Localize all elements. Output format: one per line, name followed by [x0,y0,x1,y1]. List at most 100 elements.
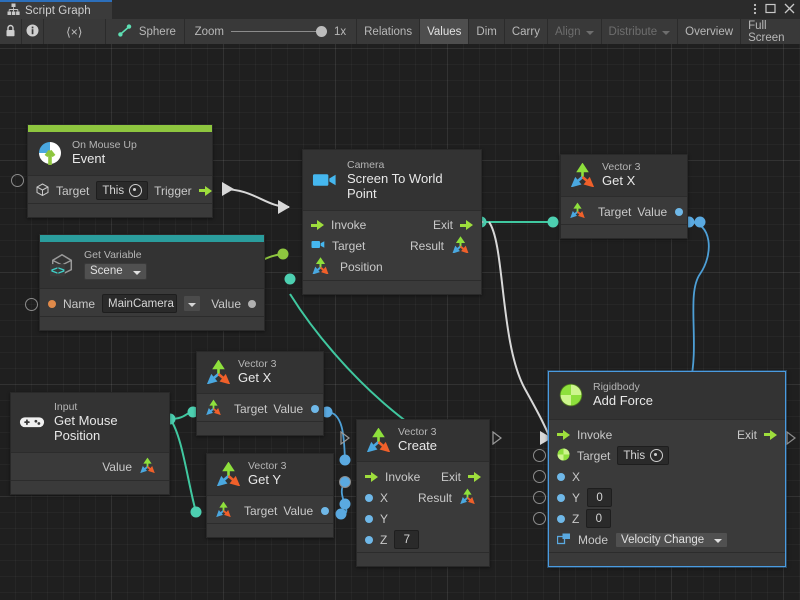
distribute-dropdown[interactable]: Distribute [602,19,679,44]
invoke-flow-in-icon[interactable] [365,471,378,482]
invoke-flow-in-icon[interactable] [311,220,324,231]
node-get-variable[interactable]: <> Get Variable Scene Name [25,234,265,332]
port-row-target-value: Target Value [197,398,323,419]
exit-flow-out-icon[interactable] [764,429,777,440]
target-picker-icon[interactable] [129,184,143,197]
maximize-icon[interactable] [765,3,776,16]
overview-button[interactable]: Overview [678,19,742,44]
graph-canvas[interactable]: On Mouse Up Event Target This [0,44,800,600]
name-label: Name [63,296,96,311]
invoke-flow-in-icon[interactable] [557,429,570,440]
vector3-icon[interactable] [205,399,227,419]
z-value-field[interactable]: 7 [394,530,420,549]
node-x-input-nub[interactable] [533,449,546,462]
enum-icon[interactable] [556,532,571,548]
trigger-flow-out-icon[interactable] [198,185,212,196]
graph-object-field[interactable]: Sphere [106,19,185,44]
align-dropdown[interactable]: Align [548,19,602,44]
target-label: Target [56,183,90,198]
variable-kind-dropdown[interactable]: Scene [84,263,147,281]
node-footer [207,523,333,537]
vector3-icon[interactable] [139,457,161,477]
target-value-field[interactable]: This [96,181,149,200]
y-value-field[interactable]: 0 [587,488,613,507]
node-subtitle: Get Variable [84,249,142,261]
relations-button[interactable]: Relations [357,19,421,44]
rigidbody-port-icon[interactable] [557,448,570,464]
dim-button[interactable]: Dim [469,19,505,44]
node-vector3-create[interactable]: Vector 3 Create Invoke Exit [356,419,490,567]
zoom-slider-knob[interactable] [315,26,327,37]
svg-text:<>: <> [51,263,65,277]
node-body: Invoke Exit X Result [357,461,489,552]
node-y-input-nub[interactable] [533,470,546,483]
relations-label: Relations [364,25,413,38]
y-input-port[interactable] [365,514,373,523]
value-output-port[interactable] [311,404,320,413]
vector3-icon[interactable] [311,257,333,277]
z-input-port[interactable] [557,514,565,523]
chevron-down-icon [585,30,594,35]
exit-flow-out-icon[interactable] [468,471,481,482]
kebab-menu-icon[interactable] [753,2,757,18]
node-vector3-get-x-top[interactable]: Vector 3 Get X Target [560,154,688,239]
variable-name-dropdown-button[interactable] [182,295,201,313]
values-button[interactable]: Values [420,19,470,44]
name-input-port[interactable] [48,299,56,308]
value-output-port[interactable] [321,506,330,515]
node-mode-input-nub[interactable] [533,512,546,525]
close-icon[interactable] [784,3,795,16]
node-input-get-mouse-position[interactable]: Input Get Mouse Position Value [10,392,170,495]
z-input-port[interactable] [365,535,373,544]
target-value: This [102,184,125,197]
mode-dropdown[interactable]: Velocity Change [615,531,729,548]
info-button[interactable] [22,19,44,44]
graph-object-label: Sphere [138,25,176,38]
exit-flow-out-indicator-icon[interactable] [492,431,502,445]
target-picker-icon[interactable] [650,449,664,462]
z-value-field[interactable]: 0 [586,509,612,528]
port-row-target: Target This [549,445,785,466]
chevron-down-icon [132,270,141,275]
node-z-input-nub[interactable] [533,491,546,504]
value-output-port[interactable] [248,299,256,308]
node-vector3-get-y[interactable]: Vector 3 Get Y Target [206,453,334,538]
node-camera-screen-to-world-point[interactable]: Camera Screen To World Point Invoke Exit [302,149,482,295]
tab-script-graph[interactable]: Script Graph [0,0,112,19]
lock-button[interactable] [0,19,22,44]
vector3-icon[interactable] [569,202,591,222]
node-footer [197,421,323,435]
node-on-mouse-up[interactable]: On Mouse Up Event Target This [11,124,213,218]
variable-name-value: MainCamera [108,297,174,310]
x-input-port[interactable] [557,472,565,481]
vector3-icon[interactable] [215,501,237,521]
exit-flow-out-icon[interactable] [460,220,473,231]
info-icon [26,24,39,40]
node-input-nub[interactable] [11,174,24,187]
port-row-target-value: Target Value [207,500,333,521]
value-output-port[interactable] [675,207,684,216]
vector3-icon[interactable] [459,488,481,508]
port-row-z: Z 0 [549,508,785,529]
zoom-slider[interactable] [230,25,327,38]
node-vector3-get-x-mid[interactable]: Vector 3 Get X Target [196,351,324,436]
y-input-port[interactable] [557,493,565,502]
node-title: Get Mouse Position [54,413,118,443]
zoom-control[interactable]: Zoom 1x [185,19,358,44]
graph-icon [7,3,20,19]
x-input-port[interactable] [365,493,373,502]
carry-button[interactable]: Carry [505,19,548,44]
code-view-button[interactable]: ⟨×⟩ [44,19,106,44]
node-input-nub[interactable] [25,298,38,311]
exit-flow-continue-icon[interactable] [786,431,796,445]
variable-name-field[interactable]: MainCamera [102,294,177,314]
target-value-field[interactable]: This [617,446,670,465]
invoke-flow-in-indicator-icon[interactable] [340,431,350,445]
invoke-label: Invoke [385,469,421,484]
camera-port-icon[interactable] [311,239,325,253]
fullscreen-button[interactable]: Full Screen [741,19,800,44]
node-rigidbody-add-force[interactable]: Rigidbody Add Force Invoke Exit [533,371,786,567]
position-label: Position [340,260,383,275]
exit-label: Exit [736,427,757,442]
node-footer [40,316,264,331]
